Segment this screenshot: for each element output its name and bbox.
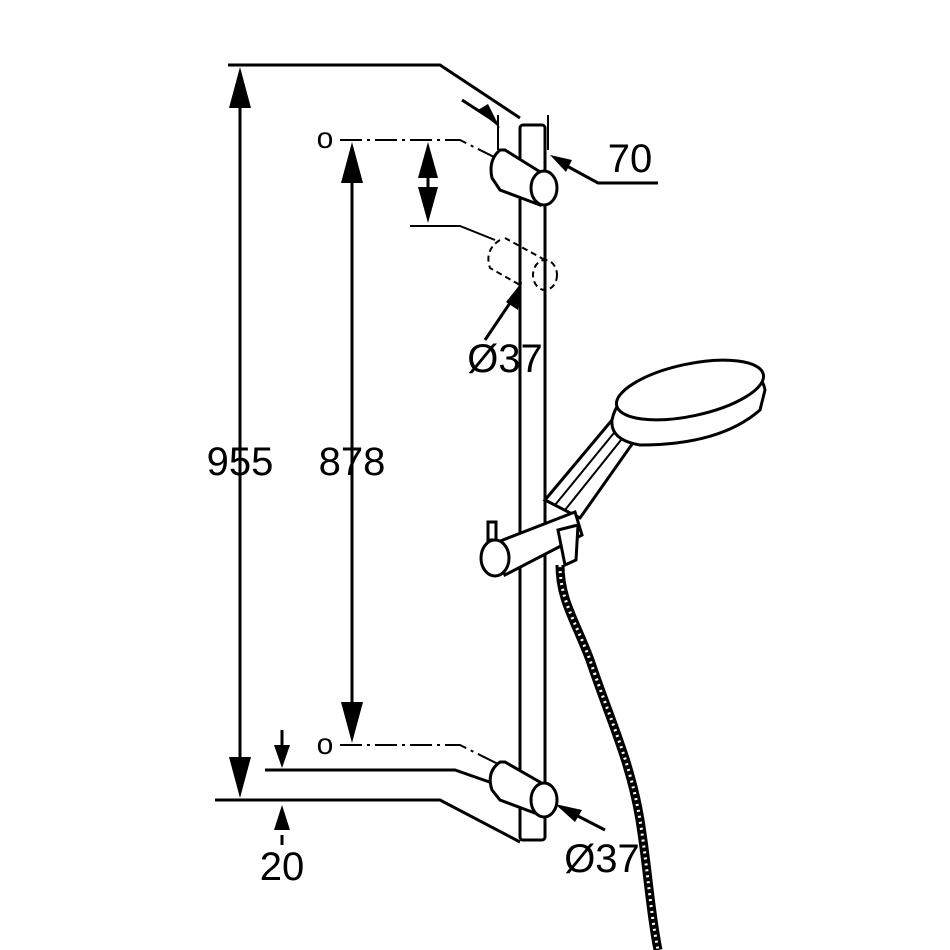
label-diameter-top: Ø37 — [467, 337, 543, 381]
dimension-mount-spacing — [340, 139, 501, 766]
label-overall-height: 955 — [207, 440, 274, 484]
dimension-bottom-offset — [265, 730, 499, 845]
adjusted-bracket-outline — [487, 237, 558, 291]
shower-rail — [518, 123, 547, 842]
dimension-wall-offset — [461, 98, 658, 185]
dimension-overall-height — [215, 63, 521, 844]
dimension-holder-adjustment — [410, 142, 496, 241]
slider-holder — [479, 510, 584, 578]
bottom-hole-marker: o — [317, 728, 334, 761]
leader-diameter-bottom — [555, 804, 606, 832]
label-mount-spacing: 878 — [319, 440, 386, 484]
top-wall-bracket — [489, 148, 559, 208]
top-hole-marker: o — [317, 122, 334, 155]
label-bottom-offset: 20 — [260, 845, 305, 889]
leader-diameter-top — [483, 282, 522, 341]
bottom-wall-bracket — [488, 760, 559, 819]
hand-shower — [542, 358, 767, 520]
label-wall-offset: 70 — [608, 137, 653, 181]
label-diameter-bottom: Ø37 — [564, 837, 640, 881]
